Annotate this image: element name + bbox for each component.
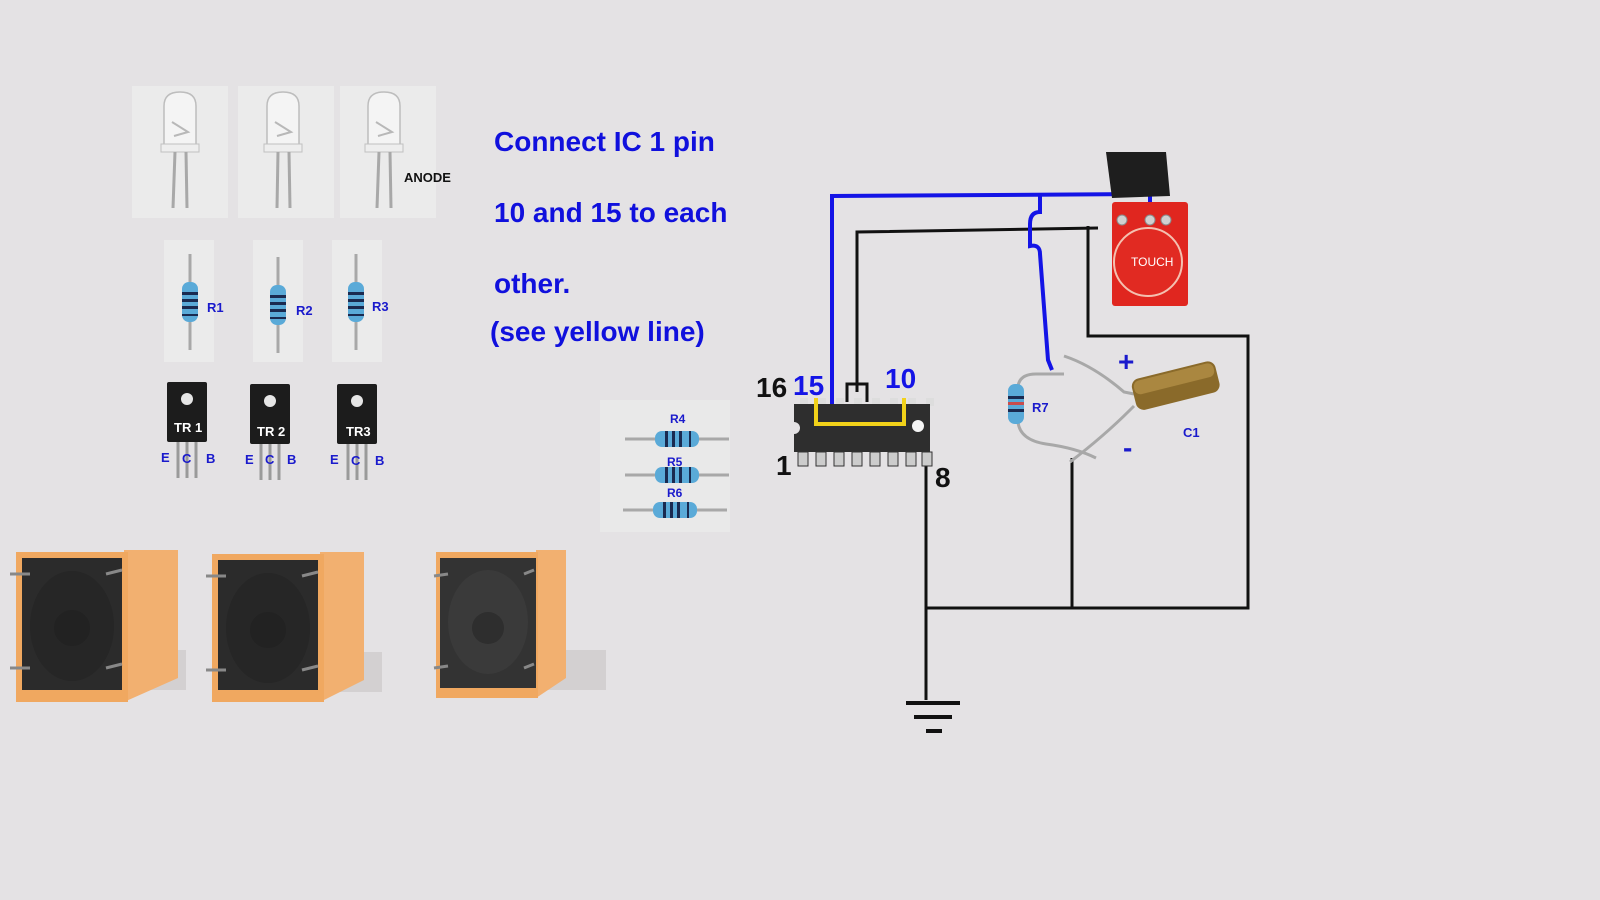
blue-wires (830, 191, 1152, 404)
transistor-tr1 (167, 382, 207, 478)
r3-label: R3 (372, 299, 389, 314)
touch-module (1106, 152, 1188, 306)
yellow-link-line (814, 398, 906, 426)
ic-pin8-label: 8 (935, 462, 951, 493)
capacitor-minus-label: - (1123, 432, 1133, 463)
instruction-line-3: other. (494, 268, 571, 299)
ic-pin10-label: 10 (885, 363, 917, 394)
tr1-label: TR 1 (174, 420, 203, 435)
tr2-pin-e: E (245, 452, 254, 467)
resistor-r4 (625, 431, 729, 447)
ic-pin1-label: 1 (776, 450, 792, 481)
resistor-r7 (1008, 372, 1097, 460)
relay-1 (10, 550, 186, 702)
tr3-pin-b: B (375, 453, 385, 468)
touch-label: TOUCH (1131, 255, 1174, 269)
c1-label: C1 (1183, 425, 1200, 440)
instruction-line-1: Connect IC 1 pin (494, 126, 715, 157)
r7-label: R7 (1032, 400, 1049, 415)
led-2 (263, 91, 303, 209)
capacitor-c1 (1063, 354, 1220, 464)
tr2-pin-b: B (287, 452, 297, 467)
tr2-label: TR 2 (257, 424, 286, 439)
tr3-pin-e: E (330, 452, 339, 467)
ic-pin15-label: 15 (793, 370, 825, 401)
tr2-pin-c: C (265, 452, 275, 467)
r5-label: R5 (667, 455, 683, 469)
r4-label: R4 (670, 412, 686, 426)
r1-label: R1 (207, 300, 224, 315)
anode-label: ANODE (404, 170, 451, 185)
ic-pin16-label: 16 (756, 372, 788, 403)
instruction-line-4: (see yellow line) (490, 316, 705, 347)
resistor-r2 (270, 257, 286, 353)
r6-label: R6 (667, 486, 683, 500)
r2-label: R2 (296, 303, 313, 318)
led-3 (364, 91, 404, 209)
ic-chip (794, 398, 934, 467)
relay-3 (433, 550, 606, 698)
relay-2 (206, 552, 382, 702)
tr1-pin-c: C (182, 451, 192, 466)
led-1 (160, 91, 200, 209)
capacitor-plus-label: + (1118, 346, 1135, 377)
tr3-label: TR3 (346, 424, 371, 439)
tr3-pin-c: C (351, 453, 361, 468)
tr1-pin-e: E (161, 450, 170, 465)
resistor-r5 (625, 467, 729, 483)
transistor-tr3 (337, 384, 377, 480)
instruction-line-2: 10 and 15 to each (494, 197, 728, 228)
resistor-r6 (623, 502, 727, 518)
resistor-r3 (348, 254, 364, 350)
transistor-tr2 (250, 384, 290, 480)
resistor-r1 (182, 254, 198, 350)
black-wires (845, 226, 1250, 733)
tr1-pin-b: B (206, 451, 216, 466)
